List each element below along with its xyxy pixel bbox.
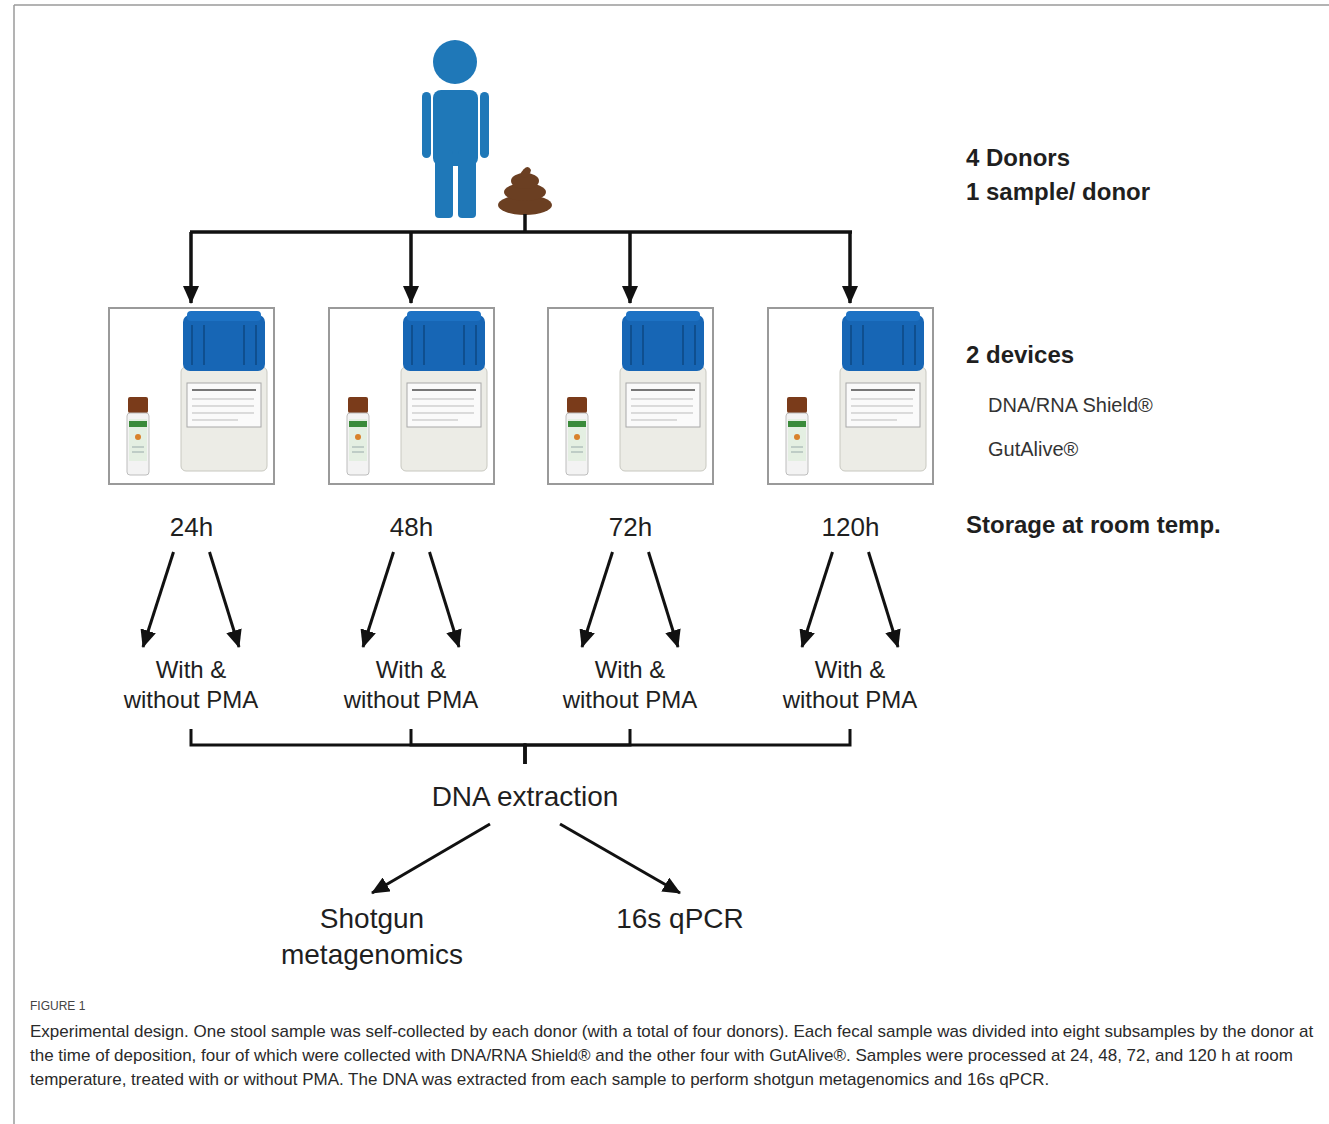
- node-text: 72h: [547, 512, 714, 542]
- device-frame: [547, 307, 714, 485]
- node-text: With & without PMA: [558, 655, 703, 715]
- info-heading: 4 Donors: [966, 143, 1070, 173]
- device-box: 24h: [108, 307, 275, 542]
- frame-line: [14, 4, 1329, 6]
- treatment-text: With & without PMA: [778, 655, 923, 715]
- connector-arrow: [143, 552, 174, 647]
- figure-caption: Experimental design. One stool sample wa…: [30, 1020, 1315, 1092]
- bracket-line: [411, 729, 525, 764]
- treatment-text: With & without PMA: [339, 655, 484, 715]
- device-frame: [108, 307, 275, 485]
- node-text: With & without PMA: [339, 655, 484, 715]
- device-box: 72h: [547, 307, 714, 542]
- node-text: With & without PMA: [119, 655, 264, 715]
- bracket-line: [191, 729, 525, 764]
- info-heading: 1 sample/ donor: [966, 177, 1150, 207]
- device-name: DNA/RNA Shield®: [988, 392, 1153, 418]
- connector-arrow: [560, 824, 680, 893]
- device-box: 48h: [328, 307, 495, 542]
- device-box: 120h: [767, 307, 934, 542]
- connector-arrow: [582, 552, 613, 647]
- device-frame: [328, 307, 495, 485]
- figure-number: FIGURE 1: [30, 998, 85, 1014]
- person-icon: [422, 40, 489, 218]
- output-text: 16s qPCR: [570, 901, 790, 937]
- stool-icon: [498, 167, 552, 215]
- node-text: 16s qPCR: [570, 901, 790, 937]
- process-text: DNA extraction: [395, 780, 655, 814]
- split-lines: [190, 214, 852, 303]
- connector-arrow: [802, 552, 833, 647]
- device-images: [127, 311, 926, 475]
- node-text: Shotgun metagenomics: [262, 901, 482, 973]
- treatment-text: With & without PMA: [558, 655, 703, 715]
- device-name: GutAlive®: [988, 436, 1078, 462]
- info-heading: Storage at room temp.: [966, 510, 1221, 540]
- connector-arrow: [649, 552, 679, 647]
- output-text: Shotgun metagenomics: [262, 901, 482, 973]
- node-text: With & without PMA: [778, 655, 923, 715]
- node-text: DNA extraction: [395, 780, 655, 814]
- info-heading: 2 devices: [966, 340, 1074, 370]
- connector-arrow: [869, 552, 899, 647]
- connector-arrow: [363, 552, 394, 647]
- node-text: 120h: [767, 512, 934, 542]
- device-frame: [767, 307, 934, 485]
- connector-arrow: [430, 552, 460, 647]
- frame-line: [13, 5, 15, 1124]
- node-text: 24h: [108, 512, 275, 542]
- node-text: 48h: [328, 512, 495, 542]
- connector-arrow: [372, 824, 490, 893]
- bracket-line: [525, 729, 850, 764]
- connector-arrow: [210, 552, 240, 647]
- treatment-text: With & without PMA: [119, 655, 264, 715]
